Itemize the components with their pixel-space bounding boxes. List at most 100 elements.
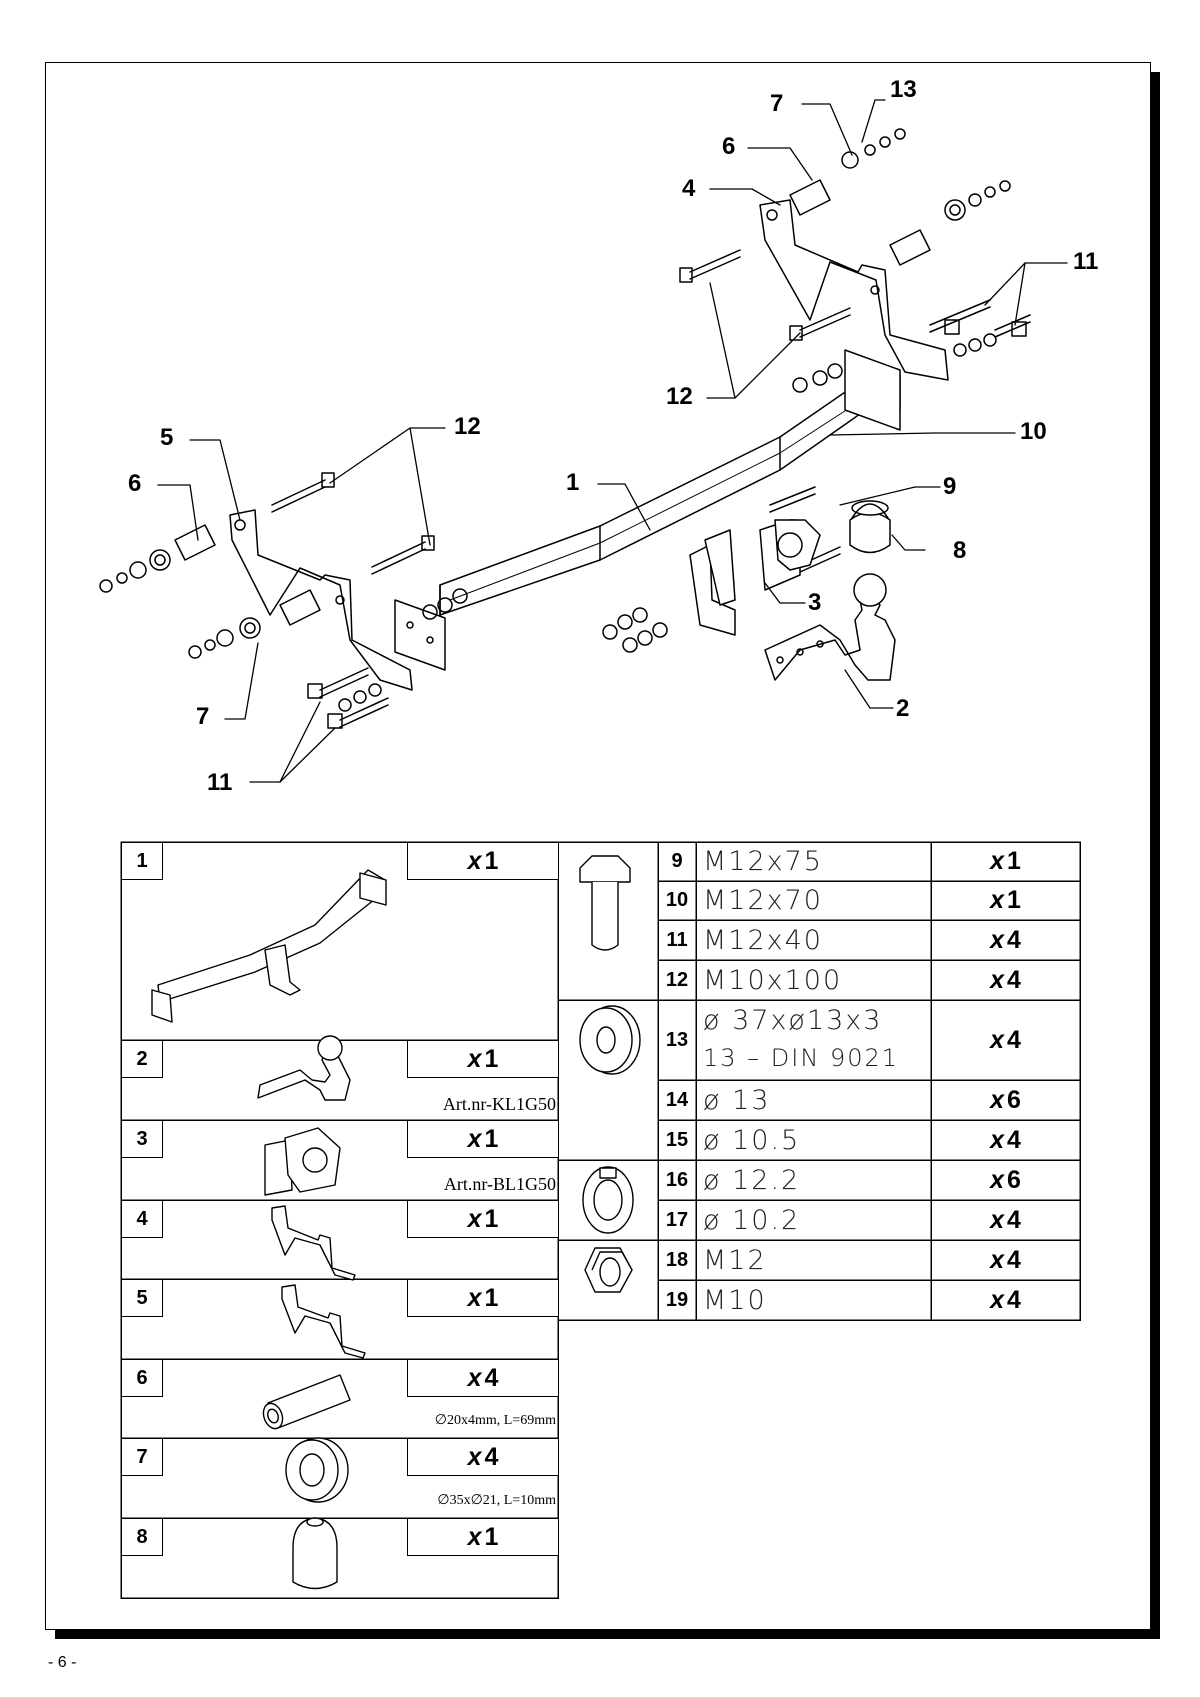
part-description: M12x40 (703, 924, 823, 956)
quantity-value: 1 (484, 1522, 499, 1551)
quantity-value: 4 (1007, 1205, 1021, 1234)
crossbar-drawing (394, 349, 901, 671)
part-description: ø 37xø13x3 (703, 1004, 883, 1036)
multiplier: x (467, 1124, 482, 1153)
callout-7: 7 (770, 90, 784, 117)
quantity-value: 4 (484, 1363, 499, 1392)
quantity-value: 1 (1007, 886, 1021, 914)
quantity-value: 4 (1007, 1025, 1021, 1054)
part-5-thumbnail (281, 1284, 366, 1359)
part-note: ∅20x4mm, L=69mm (434, 1413, 556, 1428)
multiplier: x (990, 1085, 1004, 1114)
spacer-tubes-drawing (174, 179, 931, 626)
part-number: 3 (122, 1121, 163, 1158)
part-description: M10 (703, 1284, 767, 1316)
part-6-thumbnail (262, 1374, 351, 1430)
multiplier: x (467, 1044, 482, 1073)
multiplier: x (990, 847, 1004, 875)
part-1-thumbnail (151, 869, 387, 1023)
part-number: 17 (665, 1208, 689, 1231)
part-description: M12x70 (703, 885, 823, 916)
part-description: ø 12.2 (703, 1164, 801, 1196)
part-2-thumbnail (257, 1035, 351, 1101)
callout-11: 11 (207, 769, 233, 796)
multiplier: x (467, 1522, 482, 1551)
bolts-drawing (271, 249, 1031, 729)
callout-7: 7 (196, 703, 210, 730)
callout-2: 2 (896, 695, 910, 722)
multiplier: x (990, 1165, 1004, 1194)
center-bracket-drawing (689, 529, 736, 636)
part-note: ∅35x∅21, L=10mm (437, 1493, 556, 1508)
part-note: Art.nr-KL1G50 (442, 1094, 556, 1114)
multiplier: x (990, 1025, 1004, 1054)
multiplier: x (990, 1125, 1004, 1154)
part-number: 10 (665, 889, 689, 911)
left-bracket-drawing (229, 509, 413, 691)
quantity-value: 6 (1007, 1165, 1021, 1194)
part-description: ø 10.2 (703, 1204, 801, 1236)
callout-12: 12 (666, 383, 693, 410)
part-number: 8 (122, 1519, 163, 1556)
multiplier: x (990, 1205, 1004, 1234)
multiplier: x (990, 1245, 1004, 1274)
quantity-value: 4 (1007, 965, 1021, 994)
multiplier: x (467, 1283, 482, 1312)
quantity-value: 4 (1007, 925, 1021, 954)
socket-plate-drawing (759, 519, 821, 591)
callout-9: 9 (943, 473, 957, 500)
part-description: ø 13 (703, 1084, 771, 1116)
part-4-thumbnail (271, 1205, 356, 1281)
bolt-icon (579, 855, 631, 951)
right-bracket-drawing (759, 199, 949, 381)
part-number: 4 (122, 1201, 163, 1238)
multiplier: x (990, 925, 1004, 954)
part-number: 7 (122, 1439, 163, 1476)
part-description: M12 (703, 1244, 767, 1276)
callout-6: 6 (722, 133, 736, 160)
fasteners-drawing (99, 128, 1011, 712)
quantity-value: 1 (1007, 847, 1021, 875)
quantity-value: 1 (484, 1283, 499, 1312)
part-number: 18 (665, 1248, 689, 1271)
part-number: 9 (671, 850, 683, 872)
quantity-value: 1 (484, 1044, 499, 1073)
frame-shadow (1151, 72, 1160, 1639)
multiplier: x (990, 1285, 1004, 1314)
callout-11: 11 (1073, 248, 1099, 275)
part-note: Art.nr-BL1G50 (443, 1174, 556, 1194)
part-number: 5 (122, 1280, 163, 1317)
quantity-value: 1 (484, 1204, 499, 1233)
part-number: 14 (665, 1088, 689, 1111)
part-3-thumbnail (264, 1127, 341, 1196)
callout-8: 8 (953, 537, 967, 564)
tow-ball-drawing (764, 573, 896, 681)
callout-12: 12 (454, 413, 481, 440)
quantity-value: 1 (484, 846, 499, 875)
part-8-thumbnail (292, 1517, 338, 1590)
part-number: 12 (665, 968, 689, 991)
multiplier: x (467, 1442, 482, 1471)
nut-icon (584, 1247, 633, 1293)
part-number: 13 (665, 1028, 689, 1051)
part-description: M10x100 (703, 964, 843, 996)
callout-5: 5 (160, 424, 174, 451)
